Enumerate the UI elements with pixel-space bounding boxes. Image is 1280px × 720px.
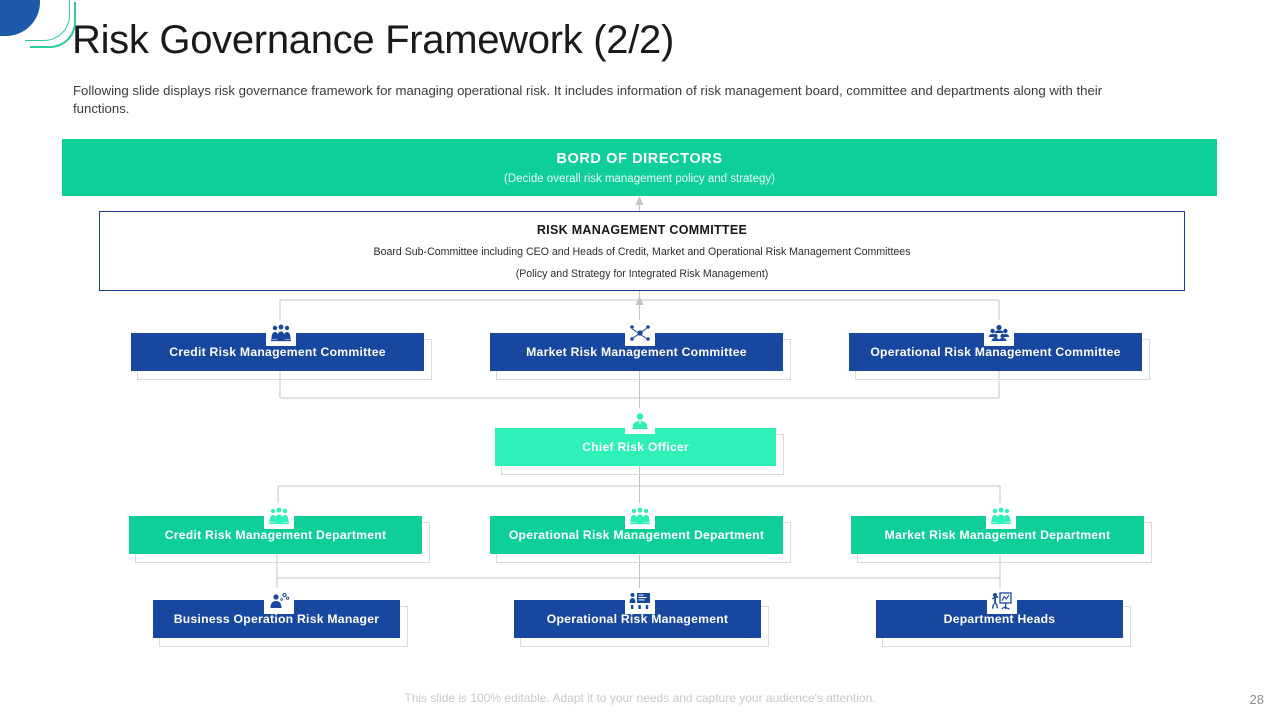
board-title: BORD OF DIRECTORS (556, 150, 723, 167)
business-operation-risk-manager-label: Business Operation Risk Manager (173, 612, 380, 626)
rmc-line3: (Policy and Strategy for Integrated Risk… (515, 267, 769, 280)
network-people-icon (625, 320, 655, 346)
department-heads-label: Department Heads (943, 612, 1056, 626)
three-people-icon (264, 503, 294, 529)
single-person-icon (625, 408, 655, 434)
market-risk-department-label: Market Risk Management Department (884, 528, 1111, 542)
page-subtitle: Following slide displays risk governance… (73, 83, 1103, 116)
rmc-line2: Board Sub-Committee including CEO and He… (373, 245, 911, 258)
operational-risk-committee-label: Operational Risk Management Committee (870, 345, 1121, 359)
board-subtitle: (Decide overall risk management policy a… (503, 172, 775, 185)
three-people-icon (266, 320, 296, 346)
presentation-board-icon (625, 588, 655, 614)
person-gear-icon (264, 588, 294, 614)
page-number: 28 (1249, 692, 1264, 707)
people-group-icon (984, 320, 1014, 346)
operational-risk-department-label: Operational Risk Management Department (508, 528, 765, 542)
operational-risk-management-label: Operational Risk Management (546, 612, 729, 626)
presenter-flipchart-icon (987, 588, 1017, 614)
three-people-icon (986, 503, 1016, 529)
page-title: Risk Governance Framework (2/2) (72, 18, 674, 62)
three-people-icon (625, 503, 655, 529)
market-risk-committee-label: Market Risk Management Committee (526, 345, 747, 359)
credit-risk-department-label: Credit Risk Management Department (164, 528, 387, 542)
footer-note: This slide is 100% editable. Adapt it to… (404, 691, 876, 705)
rmc-title: RISK MANAGEMENT COMMITTEE (536, 222, 748, 237)
node-risk-management-committee[interactable]: RISK MANAGEMENT COMMITTEE Board Sub-Comm… (99, 211, 1185, 291)
node-board-of-directors[interactable]: BORD OF DIRECTORS (Decide overall risk m… (62, 139, 1217, 196)
corner-accent-arc (30, 2, 76, 48)
chief-risk-officer-label: Chief Risk Officer (582, 440, 689, 454)
node-credit-risk-department[interactable]: Credit Risk Management Department (129, 516, 422, 554)
credit-risk-committee-label: Credit Risk Management Committee (169, 345, 386, 359)
node-chief-risk-officer[interactable]: Chief Risk Officer (495, 428, 776, 466)
